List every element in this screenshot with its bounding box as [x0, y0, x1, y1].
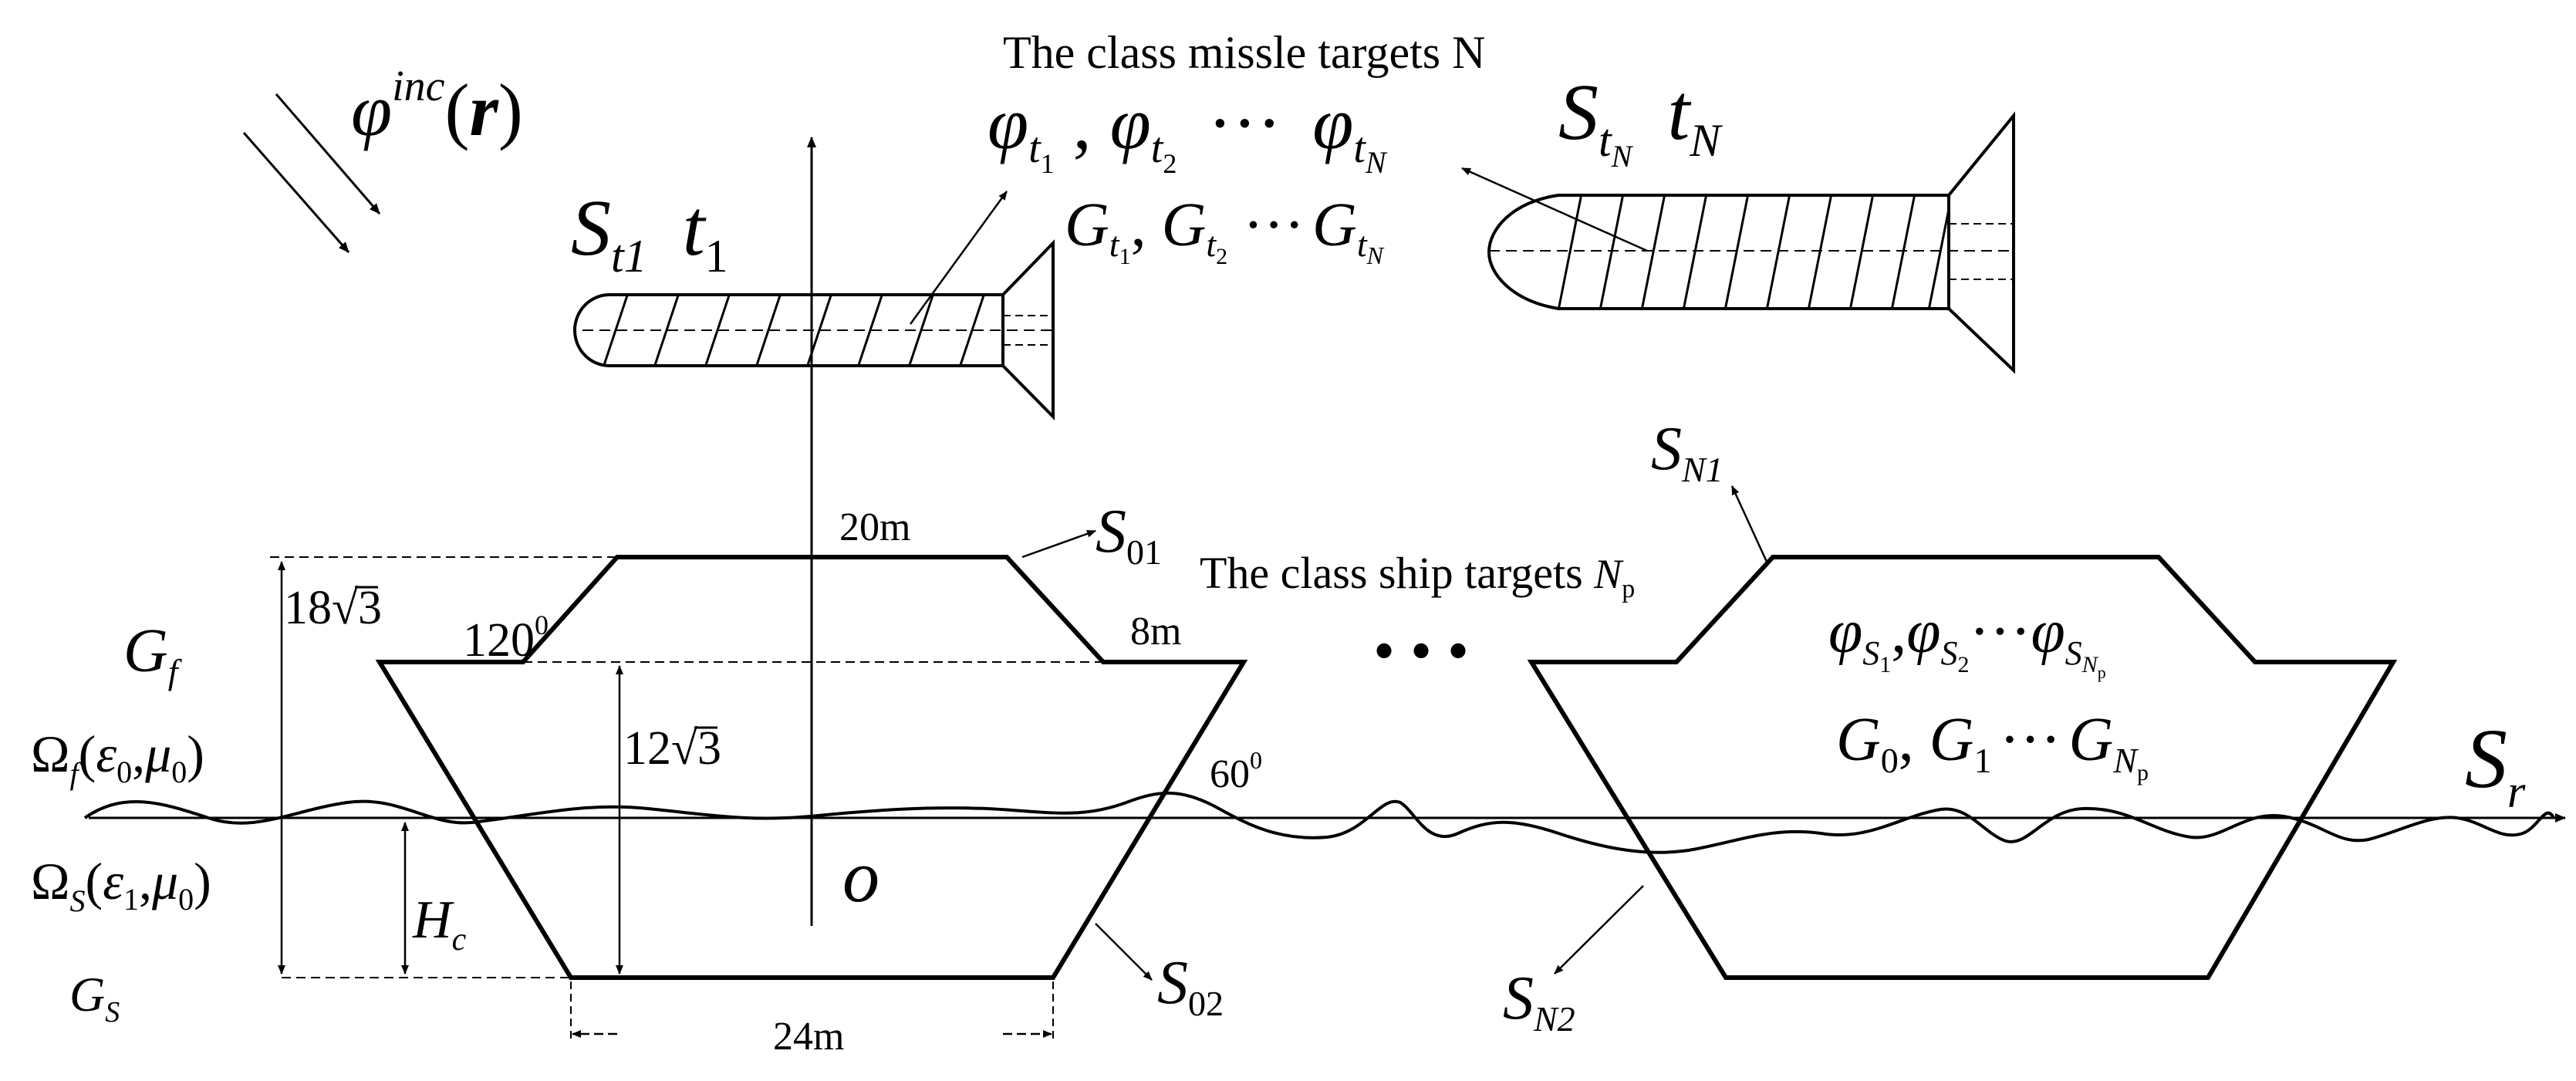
sn1-leader [1730, 485, 1768, 562]
origin-label: o [842, 835, 879, 917]
angle-120: 1200 [463, 610, 549, 667]
missile-phi-list: φt1 , φt2···φtN [988, 82, 1388, 180]
gf-label: Gf [123, 617, 183, 691]
ship-right [1527, 555, 2398, 980]
omega-f-label: Ωf(ε0,μ0) [31, 725, 204, 791]
missile-class-title: The class missle targets N [1003, 27, 1485, 78]
ship-ellipsis: • • • [1373, 617, 1469, 685]
s02-leader [1095, 923, 1153, 981]
dim-20m: 20m [839, 505, 910, 549]
s01-label: S01 [1096, 498, 1162, 572]
dim-18sqrt3: 18√3 [284, 582, 382, 634]
ship-phi-list: φS1,φS2···φSNp [1828, 598, 2106, 682]
missile-right-pointer-arrow [1461, 167, 1648, 252]
sn2-label: SN2 [1503, 964, 1575, 1039]
ship-g-list: G0, G1···GNp [1836, 706, 2149, 785]
dim-12sqrt3: 12√3 [623, 722, 721, 775]
dim-8m: 8m [1130, 610, 1181, 654]
s02-label: S02 [1157, 949, 1224, 1023]
water-surface [83, 791, 2555, 854]
missile-left [573, 239, 1057, 421]
angle-60: 600 [1210, 746, 1262, 796]
missile-g-list: Gt1, Gt2···GtN [1065, 191, 1385, 269]
gs-label: GS [69, 967, 120, 1029]
incident-arrow-2 [242, 132, 350, 253]
sr-label: Sr [2465, 711, 2526, 817]
missile-right [1487, 111, 2015, 374]
incident-arrow-1 [275, 93, 381, 215]
dim-24m: 24m [773, 1015, 844, 1059]
s01-leader [1021, 529, 1096, 559]
ship-class-title: The class ship targets Np [1200, 548, 1635, 603]
ship-left [375, 555, 1248, 980]
missile-pointer-arrow [909, 191, 1008, 325]
hc-label: Hc [412, 890, 467, 958]
sn2-leader [1554, 885, 1644, 975]
sn1-label: SN1 [1651, 415, 1724, 489]
incident-wave-label: φinc(r) [351, 62, 523, 151]
omega-s-label: ΩS(ε1,μ0) [31, 852, 211, 918]
